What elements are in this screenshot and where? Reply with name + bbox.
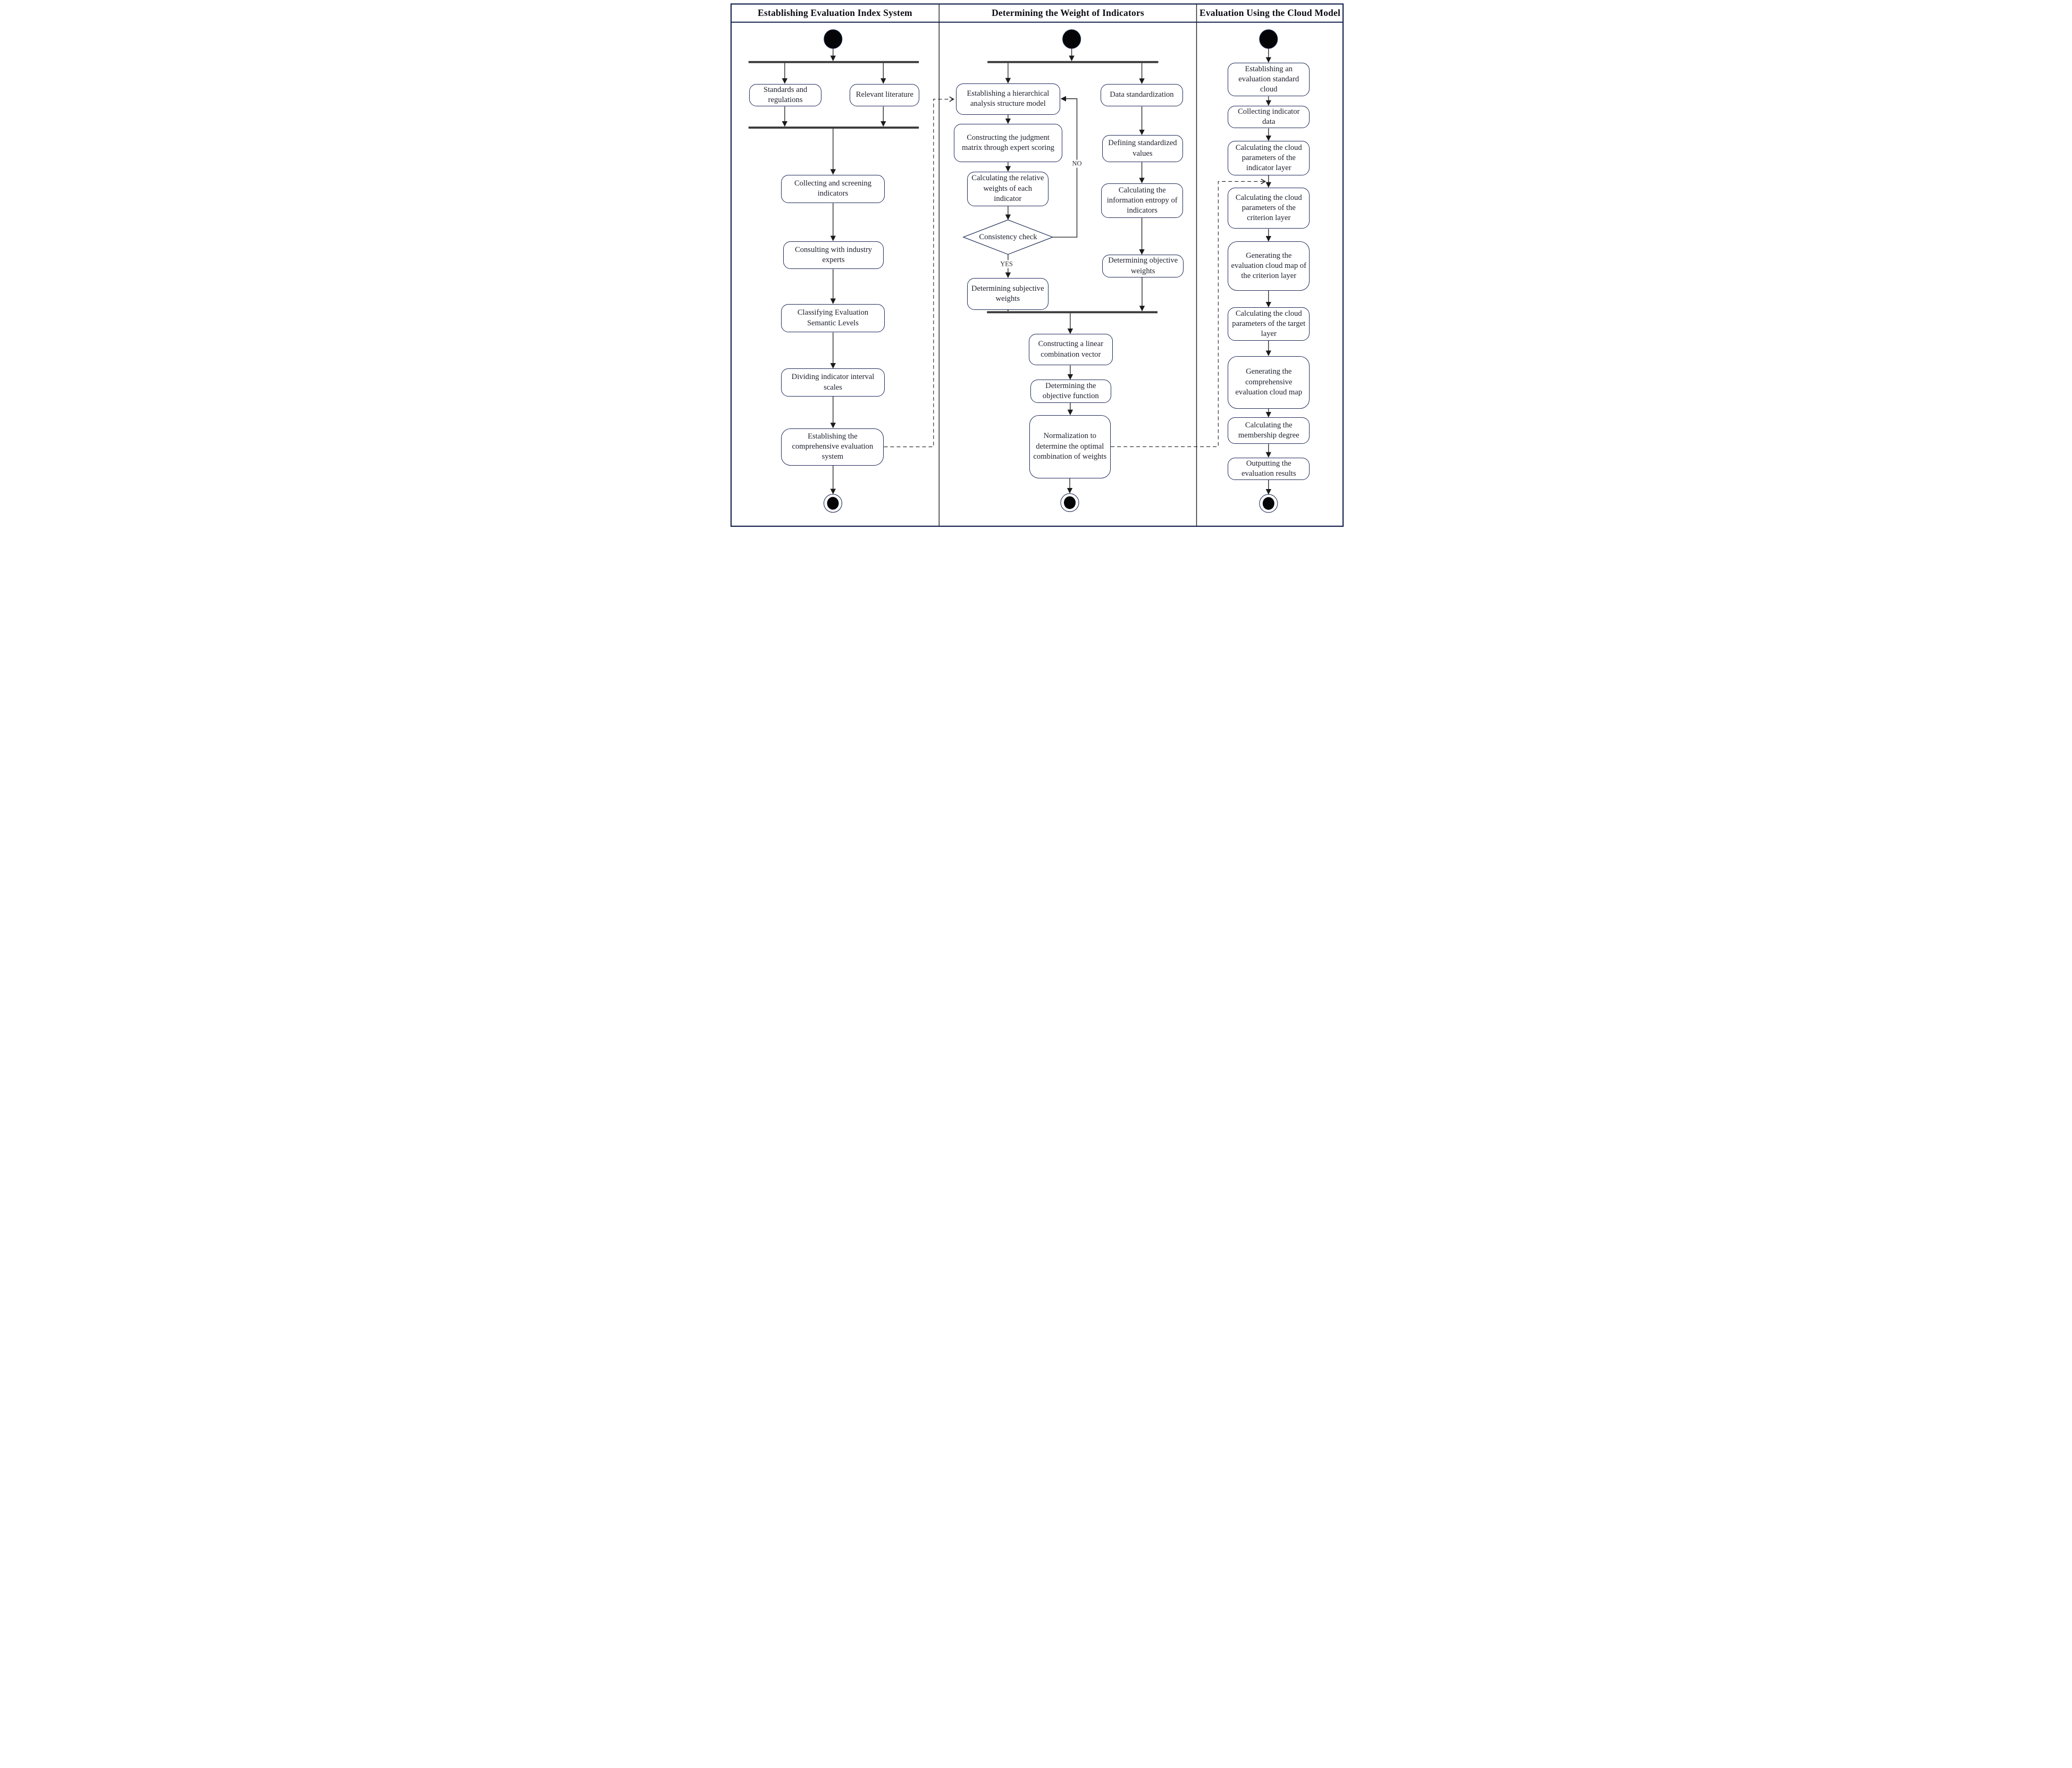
activity-evaluation-standard-cloud: Establishing an evaluation standard clou…: [1228, 62, 1310, 97]
activity-cloud-parameters-criterion-layer: Calculating the cloud parameters of the …: [1228, 187, 1310, 229]
flow-arrow-no-loop: [1052, 96, 1078, 238]
fork-bar-lane2: [987, 61, 1159, 63]
activity-establishing-comprehensive-system: Establishing the comprehensive evaluatio…: [781, 428, 884, 466]
lane-title-cloud-model: Evaluation Using the Cloud Model: [1199, 7, 1341, 18]
end-node-lane3-inner: [1262, 497, 1274, 510]
dashed-arrow-lane2-to-lane3: [1111, 179, 1266, 447]
activity-relative-weights: Calculating the relative weights of each…: [967, 171, 1049, 206]
lane-title-weights: Determining the Weight of Indicators: [992, 7, 1144, 18]
activity-comprehensive-evaluation-cloud-map: Generating the comprehensive evaluation …: [1228, 356, 1310, 409]
activity-classifying-semantic-levels: Classifying Evaluation Semantic Levels: [781, 304, 885, 333]
activity-objective-weights: Determining objective weights: [1102, 255, 1184, 277]
diagram-wiring: [730, 3, 1344, 527]
activity-evaluation-cloud-map-criterion-layer: Generating the evaluation cloud map of t…: [1228, 241, 1310, 291]
guard-label-no: NO: [1070, 159, 1084, 168]
flows-lane1: [782, 48, 886, 494]
activity-judgment-matrix: Constructing the judgment matrix through…: [953, 124, 1063, 163]
activity-standards-regulations: Standards and regulations: [749, 83, 822, 107]
swimlane-frame: [730, 3, 1344, 527]
activity-collecting-indicator-data: Collecting indicator data: [1228, 105, 1310, 129]
activity-subjective-weights: Determining subjective weights: [967, 277, 1049, 310]
start-node-lane3: [1259, 29, 1278, 49]
activity-diagram: Establishing Evaluation Index System Det…: [725, 0, 1347, 531]
decision-diamond-consistency-check: [962, 220, 1054, 255]
start-node-lane2: [1062, 29, 1081, 49]
decision-label-consistency-check: Consistency check: [979, 232, 1037, 241]
dashed-arrow-lane1-to-lane2: [884, 96, 955, 448]
activity-linear-combination-vector: Constructing a linear combination vector: [1028, 334, 1113, 366]
activity-defining-standardized-values: Defining standardized values: [1102, 135, 1183, 163]
start-nodes: [824, 29, 1278, 49]
activity-cloud-parameters-indicator-layer: Calculating the cloud parameters of the …: [1228, 141, 1310, 175]
join-bar-lane1: [748, 127, 919, 129]
activity-collecting-screening-indicators: Collecting and screening indicators: [781, 174, 885, 204]
activity-information-entropy: Calculating the information entropy of i…: [1101, 183, 1183, 218]
activity-data-standardization: Data standardization: [1100, 83, 1183, 107]
activity-hierarchical-structure-model: Establishing a hierarchical analysis str…: [956, 83, 1060, 115]
lane-title-index-system: Establishing Evaluation Index System: [758, 7, 912, 18]
sync-bars: [748, 61, 1159, 314]
end-node-lane2-inner: [1064, 496, 1076, 509]
join-bar-lane2: [987, 311, 1157, 314]
end-node-lane1-inner: [827, 496, 839, 510]
dashed-connectors: [884, 96, 1266, 448]
activity-relevant-literature: Relevant literature: [850, 83, 920, 107]
fork-bar-lane1: [748, 61, 919, 63]
activity-normalization-optimal-weights: Normalization to determine the optimal c…: [1029, 415, 1111, 478]
start-node-lane1: [824, 29, 843, 49]
end-nodes: [823, 493, 1278, 513]
activity-membership-degree: Calculating the membership degree: [1228, 417, 1310, 444]
guard-label-yes: YES: [999, 260, 1014, 268]
activity-objective-function: Determining the objective function: [1030, 380, 1111, 403]
activity-outputting-evaluation-results: Outputting the evaluation results: [1228, 457, 1310, 480]
activity-dividing-interval-scales: Dividing indicator interval scales: [781, 368, 885, 397]
outer-border: [730, 3, 1344, 527]
flows-lane2: [1005, 48, 1145, 494]
activity-consulting-industry-experts: Consulting with industry experts: [783, 241, 884, 270]
activity-cloud-parameters-target-layer: Calculating the cloud parameters of the …: [1228, 307, 1310, 341]
